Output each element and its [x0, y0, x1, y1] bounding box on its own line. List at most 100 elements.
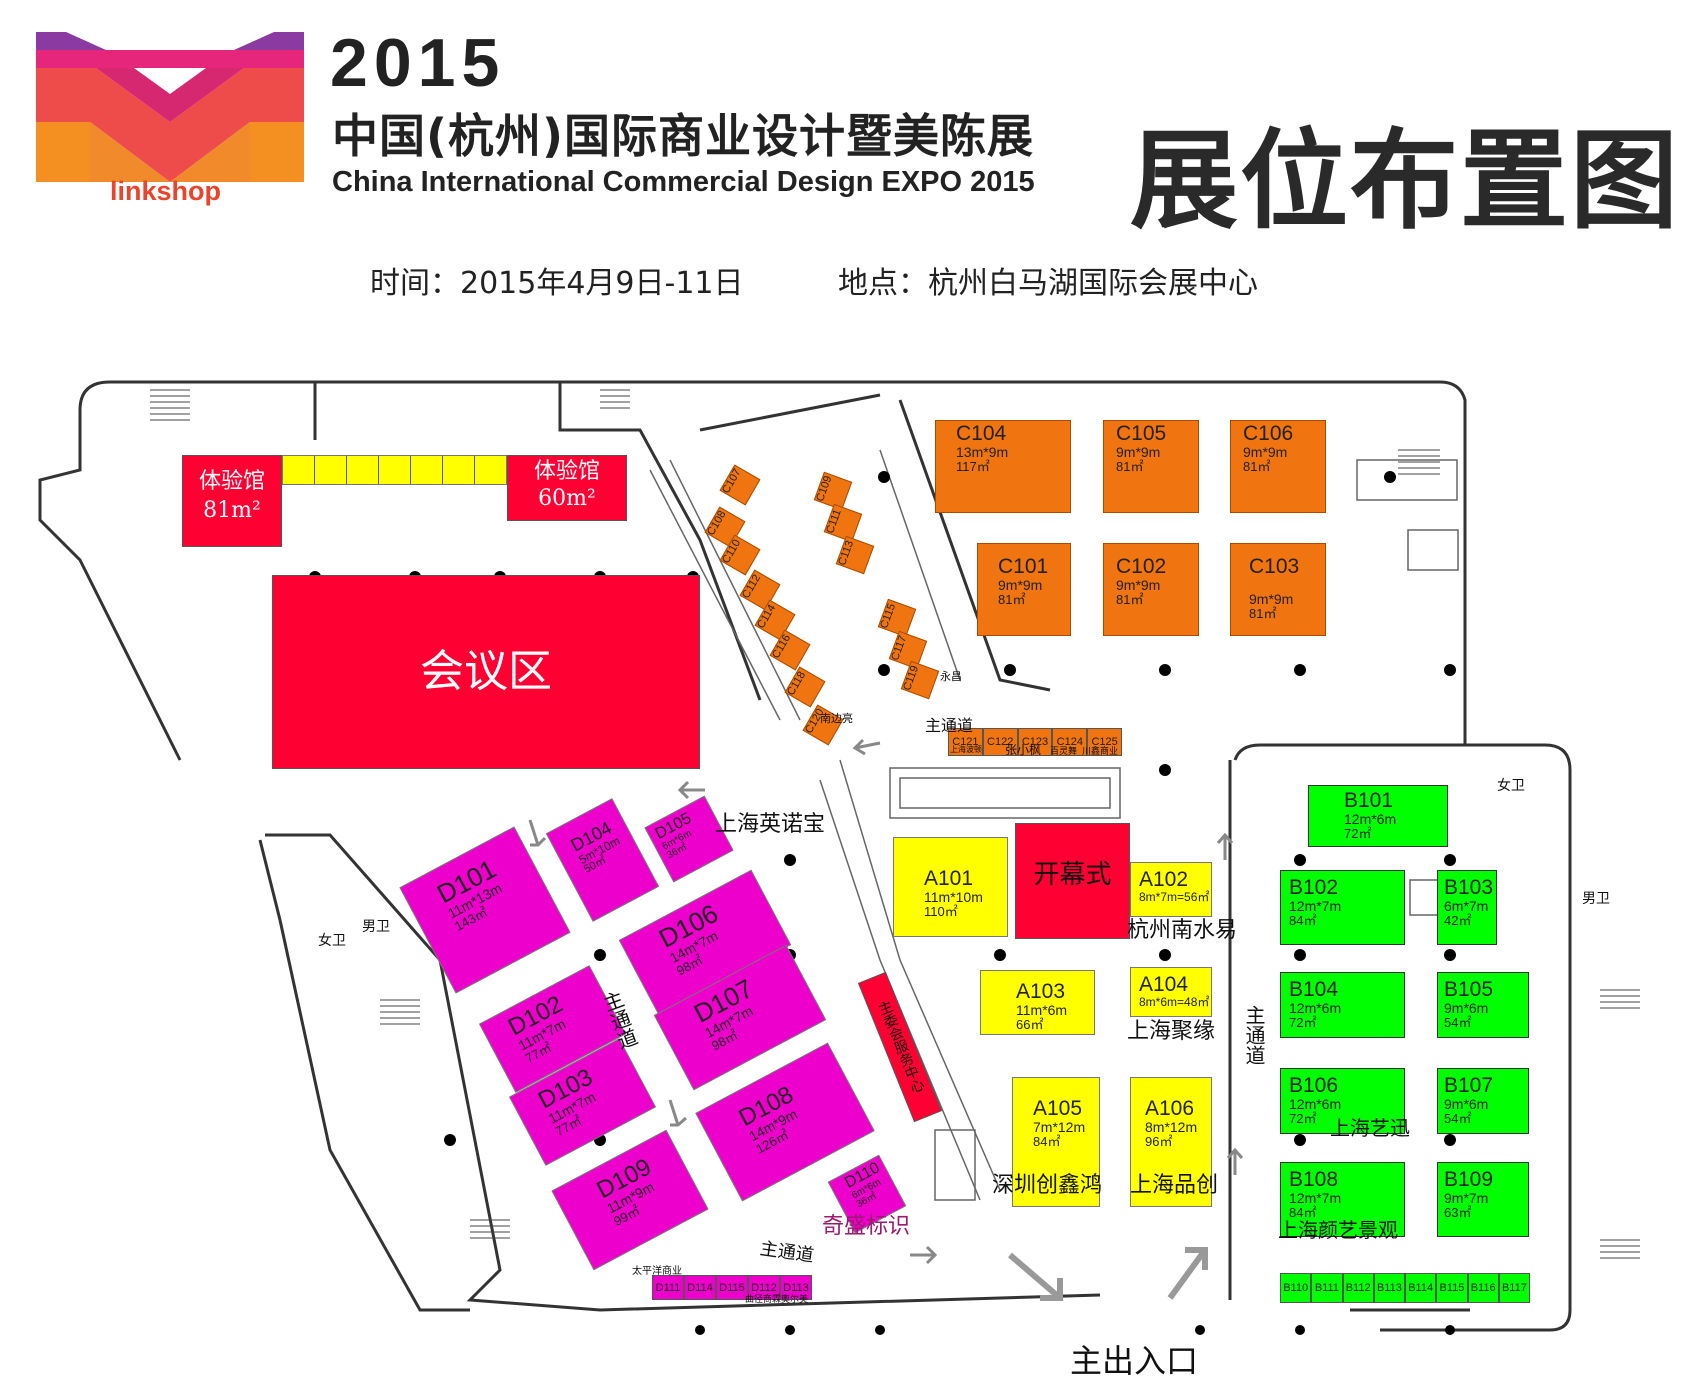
restroom-male: 男卫 [1582, 891, 1610, 907]
booth-B111[interactable]: B111 [1311, 1273, 1343, 1303]
booth-dim: 13m*9m [956, 444, 1009, 461]
booth-area: 66㎡ [1016, 1016, 1044, 1032]
booth-id: A101 [924, 867, 974, 890]
exhibitor-pinchuang: 上海品创 [1130, 1173, 1219, 1198]
venue-area: 60m² [538, 486, 596, 512]
booth-id: B109 [1444, 1168, 1494, 1191]
booth-dim: 9m*6m [1444, 1096, 1489, 1113]
booth-area: 81㎡ [1243, 458, 1271, 474]
booth-id: A104 [1139, 973, 1189, 996]
exhibitor-nanbianliang: 南边亮 [820, 712, 853, 725]
booth-C122[interactable]: C122 [982, 728, 1018, 756]
booth-id: B108 [1289, 1168, 1339, 1191]
booth-B113[interactable]: B113 [1373, 1273, 1405, 1303]
booth-C121[interactable]: C121 [948, 728, 983, 756]
booth-B116[interactable]: B116 [1467, 1273, 1499, 1303]
restroom-female: 女卫 [1497, 778, 1525, 794]
booth-id: C106 [1243, 422, 1294, 445]
booth-id: A106 [1145, 1097, 1195, 1120]
meeting-area[interactable]: 会议区 [272, 575, 700, 769]
booth-id: B107 [1444, 1074, 1494, 1097]
booth-B112[interactable]: B112 [1342, 1273, 1374, 1303]
linkshop-logo [36, 32, 304, 182]
exhibitor-chuanxin: 川鑫商业 [1082, 747, 1119, 757]
booth-dim: 9m*9m [1116, 577, 1161, 594]
booth-B117[interactable]: B117 [1498, 1273, 1530, 1303]
yellow-strip-top[interactable] [282, 455, 507, 485]
experience-hall-2[interactable]: 体验馆 60m² [507, 455, 627, 521]
booth-id: B103 [1444, 876, 1494, 899]
exhibitor-juyuan: 上海聚缘 [1127, 1019, 1216, 1044]
booth-area: 81㎡ [1116, 458, 1144, 474]
booth-D112[interactable]: D112 [748, 1275, 780, 1300]
booth-row-b110-b117: B110 B111 B112 B113 B114 B115 B116 B117 [1280, 1273, 1530, 1303]
booth-dim: 9m*9m [1116, 444, 1161, 461]
venue-area: 81m² [203, 498, 261, 524]
booth-dim: 11m*10m [924, 889, 983, 906]
booth-C124[interactable]: C124 [1052, 728, 1088, 756]
booth-dim: 7m*12m [1033, 1119, 1086, 1136]
booth-D113[interactable]: D113 [780, 1275, 812, 1300]
exhibitor-yixun: 上海艺迅 [1330, 1116, 1410, 1140]
booth-B115[interactable]: B115 [1436, 1273, 1468, 1303]
booth-D115[interactable]: D115 [716, 1275, 748, 1300]
booth-dim: 9m*9m [1249, 591, 1294, 608]
booth-dim: 11m*6m [1016, 1002, 1068, 1019]
booth-B114[interactable]: B114 [1405, 1273, 1437, 1303]
booth-dim: 8m*7m=56㎡ [1139, 890, 1210, 905]
booth-dim: 12m*7m [1289, 1190, 1342, 1207]
booth-area: 72㎡ [1289, 1014, 1317, 1030]
exhibitor-yanyi: 上海颜艺景观 [1278, 1218, 1398, 1242]
restroom-female: 女卫 [318, 933, 346, 949]
booth-D114[interactable]: D114 [684, 1275, 716, 1300]
booth-dim: 12m*7m [1289, 898, 1342, 915]
event-place: 地点：杭州白马湖国际会展中心 [838, 266, 1258, 301]
booth-B110[interactable]: B110 [1280, 1273, 1312, 1303]
booth-dim: 9m*6m [1444, 1000, 1489, 1017]
booth-D111[interactable]: D111 [652, 1275, 684, 1300]
exhibitor-taipingyang: 太平洋商业 [632, 1266, 682, 1277]
booth-row-d111-d113: D111 D114 D115 D112 D113 [652, 1275, 812, 1300]
booth-area: 81㎡ [1249, 605, 1277, 621]
booth-dim: 9m*9m [998, 577, 1043, 594]
booth-id: C104 [956, 422, 1007, 445]
exhibitor-qisheng: 奇盛标识 [822, 1214, 911, 1239]
opening-ceremony[interactable]: 开幕式 [1015, 823, 1130, 939]
experience-hall-1[interactable]: 体验馆 81m² [182, 455, 282, 547]
event-time: 时间：2015年4月9日-11日 [370, 266, 744, 301]
exhibitor-zhangxiaofeng: 张小枫 [1005, 743, 1042, 757]
booth-area: 96㎡ [1145, 1133, 1173, 1149]
booth-dim: 6m*7m [1444, 898, 1489, 915]
booth-C125[interactable]: C125 [1087, 728, 1122, 756]
booth-area: 42㎡ [1444, 912, 1472, 928]
booth-id: A102 [1139, 868, 1189, 891]
logo-text: linkshop [110, 176, 222, 206]
booth-id: C103 [1249, 555, 1300, 578]
booth-id: B102 [1289, 876, 1339, 899]
booth-row-c121-c125: C121 C122 C123 C124 C125 [948, 728, 1122, 756]
booth-C123[interactable]: C123 [1017, 728, 1053, 756]
booth-area: 54㎡ [1444, 1110, 1472, 1126]
booth-area: 54㎡ [1444, 1014, 1472, 1030]
